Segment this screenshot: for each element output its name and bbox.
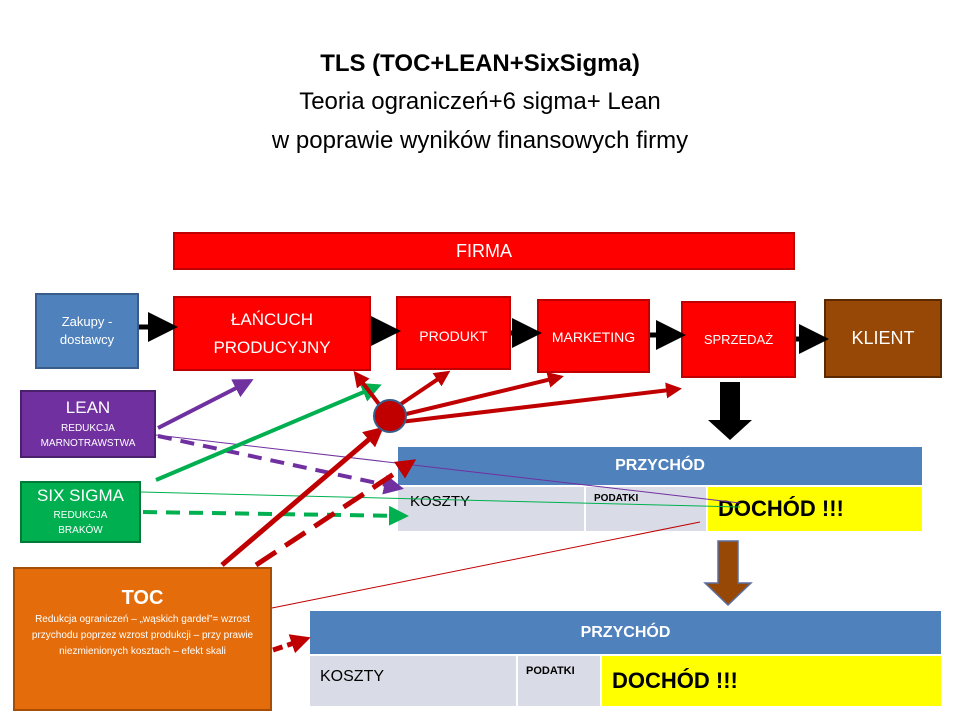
node-circle (373, 399, 407, 433)
produkt-label: PRODUKT (419, 328, 488, 344)
lean-box: LEAN REDUKCJA MARNOTRAWSTWA (20, 390, 156, 458)
zakupy-box: Zakupy -dostawcy (35, 293, 139, 369)
lancuch-label: ŁAŃCUCH PRODUCYJNY (213, 309, 331, 357)
title-line-1: TLS (TOC+LEAN+SixSigma) (320, 50, 640, 77)
sixsigma-arrow-solid (155, 383, 382, 482)
sixsigma-arrow-dashed (142, 505, 409, 526)
toc-description: Redukcja ograniczeń – „wąskich gardeł”= … (31, 614, 254, 657)
node-arrow-marketing (397, 372, 564, 418)
sixsigma-title: SIX SIGMA (37, 486, 124, 505)
down-arrow-black (708, 382, 752, 440)
down-arrow-brown (703, 540, 753, 607)
toc-arrow-dashed-right (272, 634, 311, 654)
marketing-box: MARKETING (537, 299, 650, 373)
lean-subtitle: REDUKCJA MARNOTRAWSTWA (40, 422, 136, 449)
toc-title: TOC (121, 587, 164, 609)
sixsigma-box: SIX SIGMA REDUKCJA BRAKÓW (20, 481, 141, 543)
lean-arrow-solid (157, 379, 254, 430)
table1-dochod-label: DOCHÓD !!! (718, 496, 844, 521)
klient-box: KLIENT (824, 299, 942, 378)
table2-podatki: PODATKI (518, 656, 600, 706)
marketing-label: MARKETING (551, 329, 636, 345)
title-line-2: Teoria ograniczeń+6 sigma+ Lean (299, 88, 661, 115)
klient-label: KLIENT (851, 328, 915, 348)
firma-box: FIRMA (173, 232, 795, 270)
title-line-3: w poprawie wyników finansowych firmy (271, 127, 689, 154)
table1-dochod: DOCHÓD !!! (708, 487, 922, 531)
sprzedaz-box: SPRZEDAŻ (681, 301, 796, 378)
lean-title: LEAN (65, 397, 111, 417)
table2-dochod: DOCHÓD !!! (602, 656, 941, 706)
lean-thin-line (155, 434, 741, 504)
toc-arrow-dashed-up (254, 459, 417, 568)
table1-podatki: PODATKI (586, 487, 706, 531)
toc-thin-line (271, 521, 701, 609)
node-arrow-produkt (393, 370, 451, 410)
sprzedaz-label: SPRZEDAŻ (703, 332, 774, 347)
table1-podatki-label: PODATKI (594, 493, 639, 504)
table1-przychod-label: PRZYCHÓD (615, 457, 705, 474)
table2-podatki-label: PODATKI (526, 665, 575, 677)
table2-koszty-label: KOSZTY (320, 668, 385, 685)
table2-przychod-label: PRZYCHÓD (580, 624, 671, 641)
sixsigma-thin-line (140, 491, 741, 508)
firma-label: FIRMA (456, 240, 512, 261)
produkt-box: PRODUKT (396, 296, 511, 370)
sixsigma-subtitle: REDUKCJA BRAKÓW (53, 510, 108, 536)
lancuch-box: ŁAŃCUCH PRODUCYJNY (173, 296, 371, 371)
lean-arrow-dashed (157, 434, 404, 495)
toc-box: TOC Redukcja ograniczeń – „wąskich garde… (13, 567, 272, 711)
table1-koszty-label: KOSZTY (410, 493, 471, 510)
zakupy-label: Zakupy -dostawcy (59, 314, 115, 347)
table2-dochod-label: DOCHÓD !!! (612, 668, 738, 693)
node-arrow-sprzedaz (399, 382, 682, 424)
table1-przychod: PRZYCHÓD (398, 447, 922, 485)
table2-koszty: KOSZTY (310, 656, 516, 706)
table2-przychod: PRZYCHÓD (310, 611, 941, 654)
table1-koszty: KOSZTY (398, 487, 584, 531)
toc-arrow-to-node (220, 426, 384, 567)
